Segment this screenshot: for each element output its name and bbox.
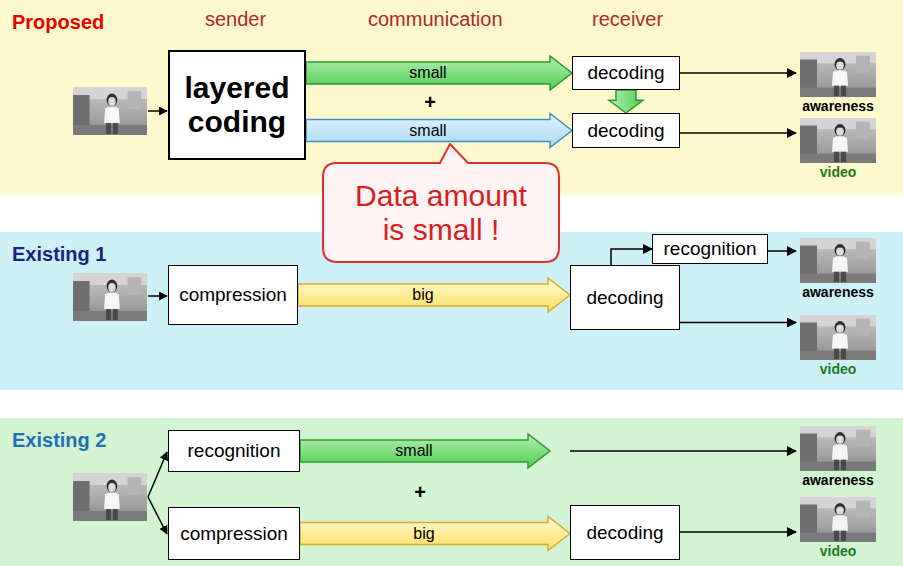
connector-line [680, 72, 796, 74]
callout-bubble: Data amount is small ! [322, 143, 560, 263]
process-box: compression [168, 265, 298, 325]
input-arrow [148, 295, 167, 297]
connector-line [680, 322, 796, 324]
block-arrow-shape [300, 517, 570, 551]
block-arrow [609, 90, 643, 113]
block-arrow-shape [609, 90, 643, 113]
box-label: decoding [587, 62, 664, 84]
process-box: decoding [570, 265, 680, 330]
process-box: recognition [652, 234, 768, 264]
box-label: layered coding [176, 71, 298, 140]
column-header: receiver [592, 8, 663, 30]
connector-line [611, 249, 652, 265]
image-caption: video [820, 543, 857, 559]
connector-line [680, 531, 796, 533]
band-heading: Existing 1 [12, 242, 106, 266]
callout-outline [323, 144, 559, 262]
output-image: awareness [796, 52, 880, 114]
column-header: sender [205, 8, 266, 30]
block-arrow-shape [300, 434, 550, 468]
box-label: recognition [664, 238, 757, 260]
connector-line [768, 250, 796, 252]
image-caption: awareness [802, 472, 874, 488]
output-image: video [796, 118, 880, 180]
connector [611, 249, 652, 265]
arrow-label: small [395, 442, 432, 460]
image-caption: awareness [802, 98, 874, 114]
image-caption: awareness [802, 284, 874, 300]
callout-text: Data amount is small ! [348, 179, 534, 247]
box-label: compression [179, 284, 287, 306]
input-photo [73, 273, 147, 321]
process-box: recognition [168, 430, 300, 472]
block-arrow [306, 114, 572, 148]
arrow-label: big [413, 525, 434, 543]
box-label: compression [180, 523, 288, 545]
image-caption: video [820, 361, 857, 377]
block-arrow [306, 56, 572, 90]
band-ground [0, 418, 903, 566]
output-image: awareness [796, 426, 880, 488]
block-arrow-shape [298, 278, 570, 312]
band-heading: Proposed [12, 10, 104, 34]
input-photo [73, 473, 147, 521]
box-label: decoding [586, 522, 663, 544]
connector [680, 322, 796, 323]
arrow-label: big [412, 286, 433, 304]
block-arrow-shape [306, 56, 572, 90]
output-image: video [796, 315, 880, 377]
output-image: awareness [796, 238, 880, 300]
plus-sign: + [424, 91, 436, 113]
input-arrow [148, 452, 167, 497]
output-photo [800, 426, 876, 471]
connector [680, 73, 796, 74]
output-photo [800, 238, 876, 283]
process-box: compression [168, 507, 300, 560]
panel-band: Existing 1 compression decoding recognition… [0, 232, 903, 390]
connector [680, 133, 796, 134]
box-label: decoding [587, 120, 664, 142]
output-photo [800, 52, 876, 97]
block-arrow [298, 278, 570, 312]
process-box: decoding [572, 56, 680, 90]
output-photo [800, 497, 876, 542]
box-label: decoding [586, 287, 663, 309]
output-photo [800, 118, 876, 163]
box-label: recognition [188, 440, 281, 462]
input-arrow [148, 497, 167, 534]
connector [768, 251, 796, 252]
column-header: communication [368, 8, 503, 30]
arrow-label: small [409, 122, 446, 140]
output-image: video [796, 497, 880, 559]
block-arrow [300, 434, 796, 468]
connector-line [680, 132, 796, 134]
arrow-label: small [409, 64, 446, 82]
plus-sign: + [414, 481, 426, 503]
band-heading: Existing 2 [12, 428, 106, 452]
image-caption: video [820, 164, 857, 180]
input-photo [73, 87, 147, 135]
output-photo [800, 315, 876, 360]
process-box: layered coding [168, 50, 306, 160]
block-arrow-shape [306, 114, 572, 148]
input-arrow [148, 110, 167, 112]
block-arrow [300, 517, 570, 551]
connector [680, 532, 796, 533]
process-box: decoding [572, 113, 680, 148]
panel-band: Existing 2 recognition compression decoding… [0, 418, 903, 566]
process-box: decoding [570, 505, 680, 560]
connector-line [570, 450, 796, 452]
